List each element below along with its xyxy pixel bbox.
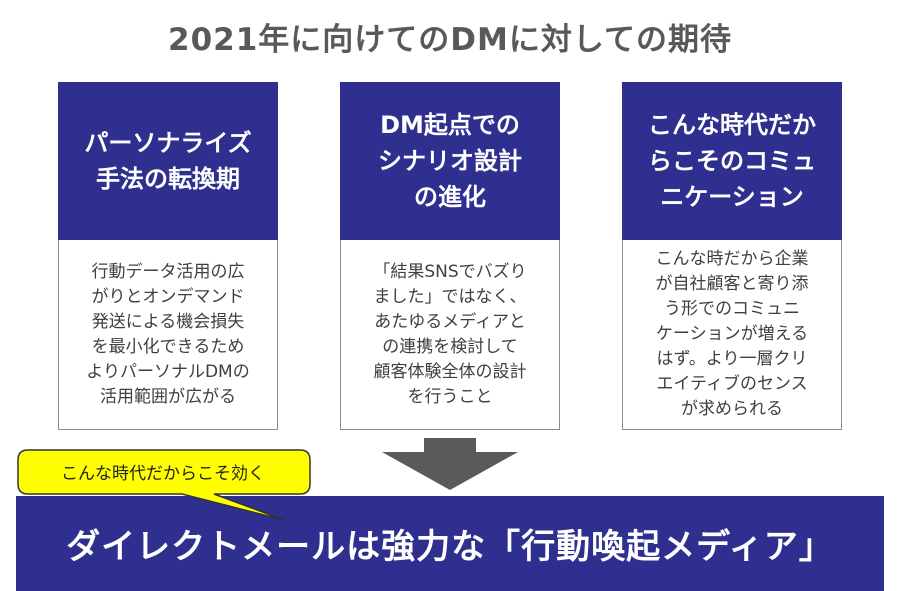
card-body-personalize: 行動データ活用の広 がりとオンデマンド 発送による機会損失 を最小化できるため … bbox=[58, 240, 278, 430]
card-heading-communication: こんな時代だか らこそのコミュ ニケーション bbox=[622, 82, 842, 240]
card-body-scenario: 「結果SNSでバズり ました」ではなく、 あたゆるメディアと の連携を検討して … bbox=[340, 240, 560, 430]
down-arrow-icon bbox=[382, 438, 518, 490]
card-body-communication: こんな時だから企業 が自社顧客と寄り添 う形でのコミュニ ケーションが増える は… bbox=[622, 240, 842, 430]
main-banner: ダイレクトメールは強力な「行動喚起メディア」 bbox=[16, 496, 884, 591]
callout-text: こんな時代だからこそ効く bbox=[61, 463, 265, 484]
page-title: 2021年に向けてのDMに対しての期待 bbox=[168, 22, 732, 58]
speech-bubble-icon bbox=[17, 449, 311, 521]
card-heading-scenario: DM起点での シナリオ設計 の進化 bbox=[340, 82, 560, 240]
card-heading-personalize: パーソナライズ 手法の転換期 bbox=[58, 82, 278, 240]
